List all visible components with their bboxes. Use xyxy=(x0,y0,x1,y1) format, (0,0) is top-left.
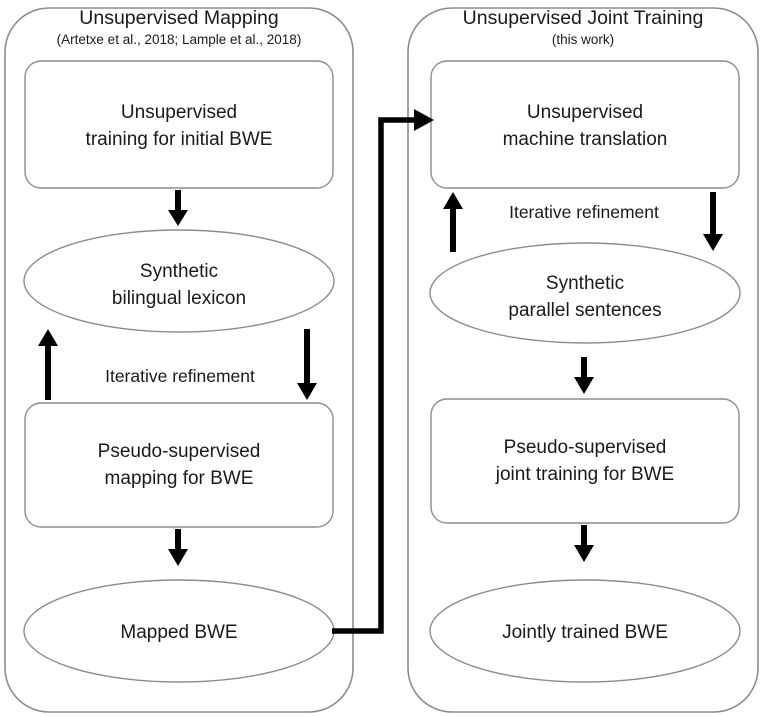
panel-unsupervised-mapping: Unsupervised Mapping (Artetxe et al., 20… xyxy=(4,7,354,713)
node-synthetic-parallel-sentences-shape[interactable] xyxy=(429,242,741,344)
node-pseudo-supervised-joint-training[interactable]: Pseudo-supervised joint training for BWE xyxy=(430,398,740,524)
node-synthetic-parallel-sentences-line2: parallel sentences xyxy=(508,300,661,321)
panel-left-subtitle: (Artetxe et al., 2018; Lample et al., 20… xyxy=(57,32,302,47)
node-synthetic-parallel-sentences[interactable]: Synthetic parallel sentences xyxy=(429,242,741,344)
node-pseudo-supervised-joint-training-shape[interactable] xyxy=(430,398,740,524)
node-unsup-training-initial-bwe[interactable]: Unsupervised training for initial BWE xyxy=(24,60,334,189)
node-synthetic-bilingual-lexicon-line1: Synthetic xyxy=(140,261,218,282)
arrow-down-right-2 xyxy=(574,525,594,562)
connector-mapped-bwe-to-unsup-machine-translation xyxy=(332,109,434,634)
node-synthetic-parallel-sentences-line1: Synthetic xyxy=(546,273,624,294)
node-jointly-trained-bwe[interactable]: Jointly trained BWE xyxy=(429,579,741,683)
arrow-down-left-refinement xyxy=(297,329,317,400)
node-synthetic-bilingual-lexicon[interactable]: Synthetic bilingual lexicon xyxy=(23,229,335,333)
node-unsup-training-initial-bwe-line2: training for initial BWE xyxy=(86,129,273,150)
node-mapped-bwe[interactable]: Mapped BWE xyxy=(23,579,335,683)
node-unsup-machine-translation-line1: Unsupervised xyxy=(527,102,643,123)
node-jointly-trained-bwe-line1: Jointly trained BWE xyxy=(502,622,668,643)
node-pseudo-supervised-mapping-shape[interactable] xyxy=(24,402,334,528)
arrow-up-left-refinement xyxy=(38,329,58,400)
arrow-up-right-refinement xyxy=(443,192,463,252)
edge-label-left-iterative-refinement: Iterative refinement xyxy=(105,366,255,386)
arrow-down-left-1 xyxy=(168,190,188,226)
panel-right-outline xyxy=(407,7,759,713)
node-synthetic-bilingual-lexicon-line2: bilingual lexicon xyxy=(112,288,246,309)
panel-right-subtitle: (this work) xyxy=(552,32,614,47)
panel-left-outline xyxy=(4,7,354,713)
edge-label-right-iterative-refinement: Iterative refinement xyxy=(509,202,659,222)
arrow-down-left-2 xyxy=(168,529,188,566)
panel-right-title: Unsupervised Joint Training xyxy=(463,7,704,29)
node-unsup-machine-translation-line2: machine translation xyxy=(503,129,668,150)
node-unsup-machine-translation[interactable]: Unsupervised machine translation xyxy=(430,60,740,189)
arrow-down-right-1 xyxy=(574,357,594,394)
node-pseudo-supervised-joint-training-line2: joint training for BWE xyxy=(495,464,674,485)
panel-unsupervised-joint-training: Unsupervised Joint Training (this work) … xyxy=(407,7,759,713)
node-synthetic-bilingual-lexicon-shape[interactable] xyxy=(23,229,335,333)
node-jointly-trained-bwe-shape[interactable] xyxy=(429,579,741,683)
node-mapped-bwe-line1: Mapped BWE xyxy=(120,622,237,643)
node-pseudo-supervised-mapping-line2: mapping for BWE xyxy=(105,468,254,489)
node-pseudo-supervised-mapping-line1: Pseudo-supervised xyxy=(98,441,261,462)
node-pseudo-supervised-joint-training-line1: Pseudo-supervised xyxy=(504,437,667,458)
node-unsup-training-initial-bwe-line1: Unsupervised xyxy=(121,102,237,123)
node-unsup-training-initial-bwe-shape[interactable] xyxy=(24,60,334,189)
node-unsup-machine-translation-shape[interactable] xyxy=(430,60,740,189)
arrow-down-right-refinement xyxy=(703,192,723,251)
node-pseudo-supervised-mapping[interactable]: Pseudo-supervised mapping for BWE xyxy=(24,402,334,528)
panel-left-title: Unsupervised Mapping xyxy=(79,7,278,29)
